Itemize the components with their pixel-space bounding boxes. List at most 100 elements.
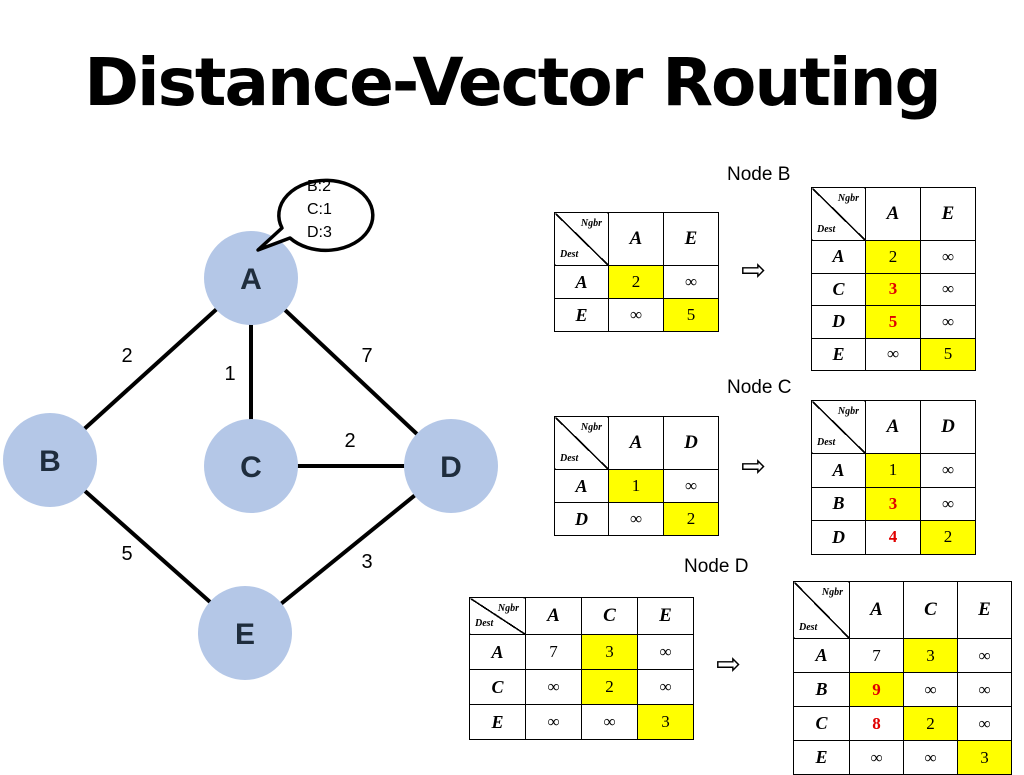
destination-label: A xyxy=(554,469,609,503)
page-title: Distance-Vector Routing xyxy=(84,44,942,121)
dest-label: Dest xyxy=(560,453,579,464)
neighbor-column-header: A xyxy=(525,597,582,635)
distance-cell: ∞ xyxy=(637,634,694,670)
distance-cell: ∞ xyxy=(957,706,1012,741)
destination-label: C xyxy=(811,272,866,306)
ngbr-label: Ngbr xyxy=(837,193,859,204)
destination-label: E xyxy=(793,740,850,775)
neighbor-column-header: A xyxy=(608,212,664,266)
destination-label: D xyxy=(811,520,866,555)
distance-cell: 3 xyxy=(581,634,638,670)
neighbor-column-header: E xyxy=(637,597,694,635)
destination-label: C xyxy=(793,706,850,741)
distance-cell: ∞ xyxy=(865,337,921,371)
neighbor-column-header: C xyxy=(581,597,638,635)
distance-cell: 2 xyxy=(903,706,958,741)
distance-cell: 3 xyxy=(957,740,1012,775)
node-table-caption: Node D xyxy=(684,556,749,577)
distance-cell: 2 xyxy=(608,265,664,299)
edge-cost-label: 2 xyxy=(344,430,355,452)
distance-cell: 8 xyxy=(849,706,904,741)
right-arrow-icon: ⇨ xyxy=(716,647,742,682)
neighbor-column-header: A xyxy=(865,187,921,241)
destination-label: D xyxy=(811,305,866,339)
distance-cell: 2 xyxy=(865,240,921,274)
distance-cell: 5 xyxy=(663,298,719,332)
dest-label: Dest xyxy=(799,622,818,633)
edge-cost-label: 1 xyxy=(224,363,235,385)
destination-label: A xyxy=(554,265,609,299)
right-arrow-icon: ⇨ xyxy=(741,449,767,484)
distance-cell: ∞ xyxy=(957,672,1012,707)
dest-label: Dest xyxy=(560,249,579,260)
destination-label: A xyxy=(793,638,850,673)
distance-cell: ∞ xyxy=(903,672,958,707)
distance-cell: 1 xyxy=(608,469,664,503)
destination-label: B xyxy=(793,672,850,707)
distance-cell: ∞ xyxy=(920,486,976,521)
node-c xyxy=(204,419,298,513)
distance-cell: ∞ xyxy=(849,740,904,775)
edge-cost-label: 3 xyxy=(361,551,372,573)
neighbor-column-header: D xyxy=(920,400,976,454)
node-label: E xyxy=(235,618,255,651)
table-row: D∞2 xyxy=(554,502,719,536)
neighbor-column-header: E xyxy=(920,187,976,241)
neighbor-column-header: A xyxy=(608,416,664,470)
ngbr-label: Ngbr xyxy=(837,406,859,417)
callout-line: D:3 xyxy=(307,224,332,241)
distance-cell: 5 xyxy=(865,305,921,339)
table-row: E∞5 xyxy=(811,337,976,371)
neighbor-column-header: C xyxy=(903,581,958,639)
node-label: B xyxy=(39,445,61,478)
node-table-caption: Node C xyxy=(727,377,792,398)
speech-bubble xyxy=(256,178,375,253)
destination-label: A xyxy=(811,240,866,274)
neighbor-column-header: A xyxy=(849,581,904,639)
table-row: E∞5 xyxy=(554,298,719,332)
distance-cell: ∞ xyxy=(920,305,976,339)
neighbor-column-header: D xyxy=(663,416,719,470)
distance-cell: ∞ xyxy=(920,453,976,488)
destination-label: E xyxy=(811,337,866,371)
destination-label: C xyxy=(469,669,526,705)
distance-cell: ∞ xyxy=(957,638,1012,673)
neighbor-column-header: A xyxy=(865,400,921,454)
right-arrow-icon: ⇨ xyxy=(741,253,767,288)
ngbr-label: Ngbr xyxy=(497,603,519,614)
distance-cell: ∞ xyxy=(663,265,719,299)
dest-label: Dest xyxy=(817,224,836,235)
distance-cell: 2 xyxy=(663,502,719,536)
node-table-caption: Node B xyxy=(727,164,791,185)
distance-cell: 7 xyxy=(525,634,582,670)
node-b xyxy=(3,413,97,507)
dest-label: Dest xyxy=(475,618,494,629)
distance-cell: 3 xyxy=(865,272,921,306)
distance-cell: 1 xyxy=(865,453,921,488)
destination-label: A xyxy=(469,634,526,670)
distance-cell: 7 xyxy=(849,638,904,673)
distance-cell: ∞ xyxy=(608,298,664,332)
node-label: D xyxy=(440,451,462,484)
distance-cell: 3 xyxy=(903,638,958,673)
distance-cell: 5 xyxy=(920,337,976,371)
